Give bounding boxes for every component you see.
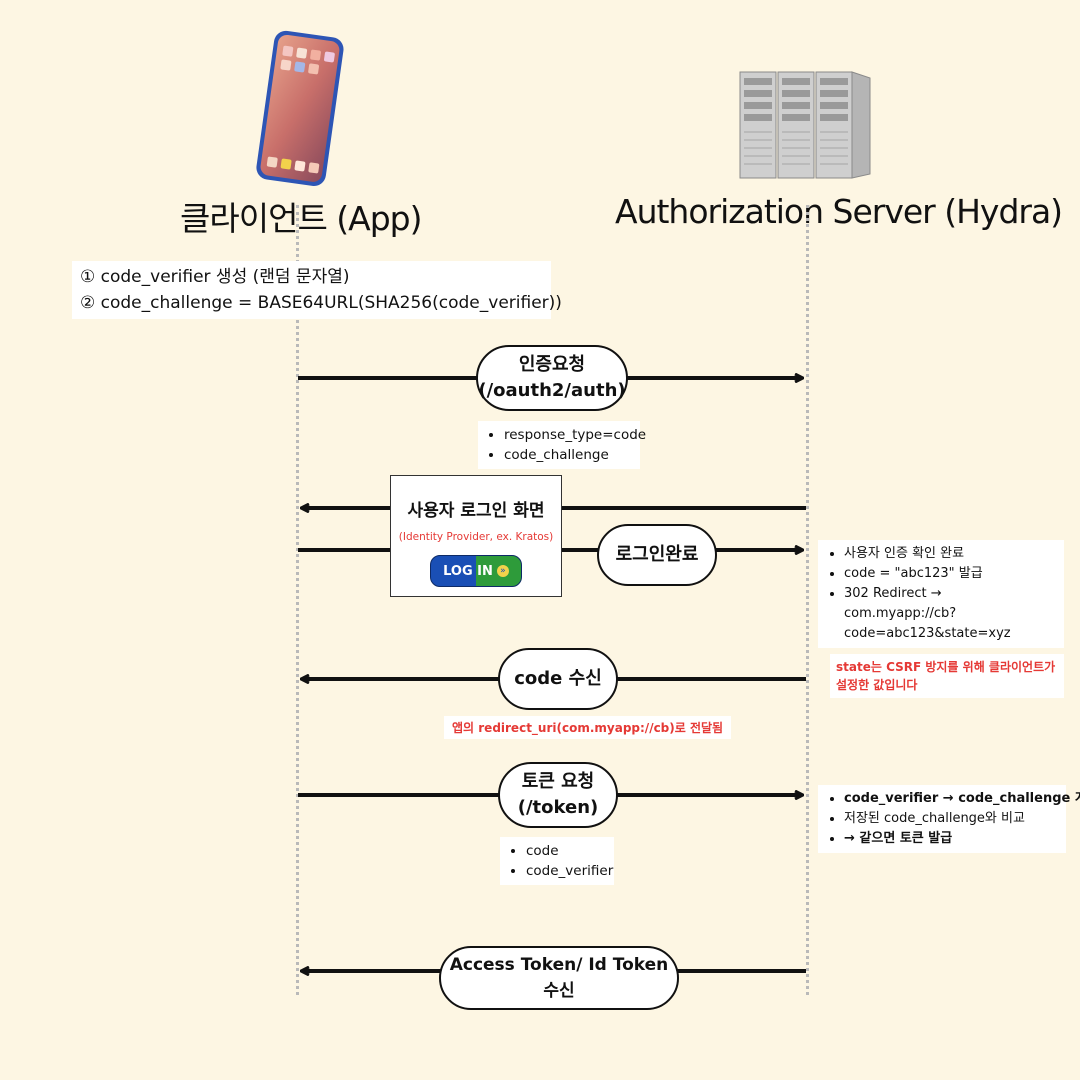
redirect-note: 앱의 redirect_uri(com.myapp://cb)로 전달됨 (444, 716, 732, 739)
login-button-label: LOG IN (443, 563, 493, 579)
note-item: 302 Redirect → (844, 584, 1054, 604)
pre-step-1: ① code_verifier 생성 (랜덤 문자열) (80, 267, 350, 287)
login-complete-server-notes: 사용자 인증 확인 완료 code = "abc123" 발급 302 Redi… (818, 540, 1064, 648)
auth-request-params: response_type=code code_challenge (478, 421, 646, 469)
token-receive-label: Access Token/ Id Token 수신 (439, 946, 679, 1010)
token-request-params: code code_verifier (500, 837, 614, 885)
smartphone-icon (256, 30, 344, 187)
note-item: code = "abc123" 발급 (844, 564, 1054, 584)
client-title: 클라이언트 (App) (180, 199, 423, 238)
pre-step-2: ② code_challenge = BASE64URL(SHA256(code… (80, 293, 562, 313)
param-item: code (526, 841, 604, 861)
note-item: → 같으면 토큰 발급 (844, 829, 1056, 849)
param-item: code_verifier (526, 861, 613, 881)
login-screen-box: 사용자 로그인 화면 (Identity Provider, ex. Krato… (390, 475, 562, 597)
note-item: code_verifier → code_challenge 계산 (844, 789, 1080, 809)
pre-steps-box: ① code_verifier 생성 (랜덤 문자열) ② code_chall… (72, 261, 562, 319)
client-lifeline (296, 205, 299, 995)
login-screen-subtitle: (Identity Provider, ex. Kratos) (398, 531, 554, 543)
note-item: com.myapp://cb? (844, 606, 957, 621)
note-item: 사용자 인증 확인 완료 (844, 544, 1054, 564)
state-note: state는 CSRF 방지를 위해 클라이언트가 설정한 값입니다 (830, 654, 1064, 698)
code-receive-label: code 수신 (498, 648, 618, 710)
token-request-server-notes: code_verifier → code_challenge 계산 저장된 co… (818, 785, 1080, 853)
token-request-label: 토큰 요청 (/token) (498, 762, 618, 828)
param-item: code_challenge (504, 445, 630, 465)
arrow-right-icon: » (496, 565, 509, 577)
login-complete-label: 로그인완료 (597, 524, 717, 586)
note-item: 저장된 code_challenge와 비교 (844, 809, 1056, 829)
note-item: code=abc123&state=xyz (844, 626, 1011, 641)
login-button[interactable]: LOG IN » (430, 555, 522, 587)
param-item: response_type=code (504, 425, 646, 445)
auth-request-label: 인증요청 (/oauth2/auth) (476, 345, 628, 411)
server-rack-icon (739, 71, 871, 179)
login-screen-title: 사용자 로그인 화면 (407, 501, 545, 521)
server-lifeline (806, 205, 809, 995)
server-title: Authorization Server (Hydra) (615, 192, 1063, 231)
